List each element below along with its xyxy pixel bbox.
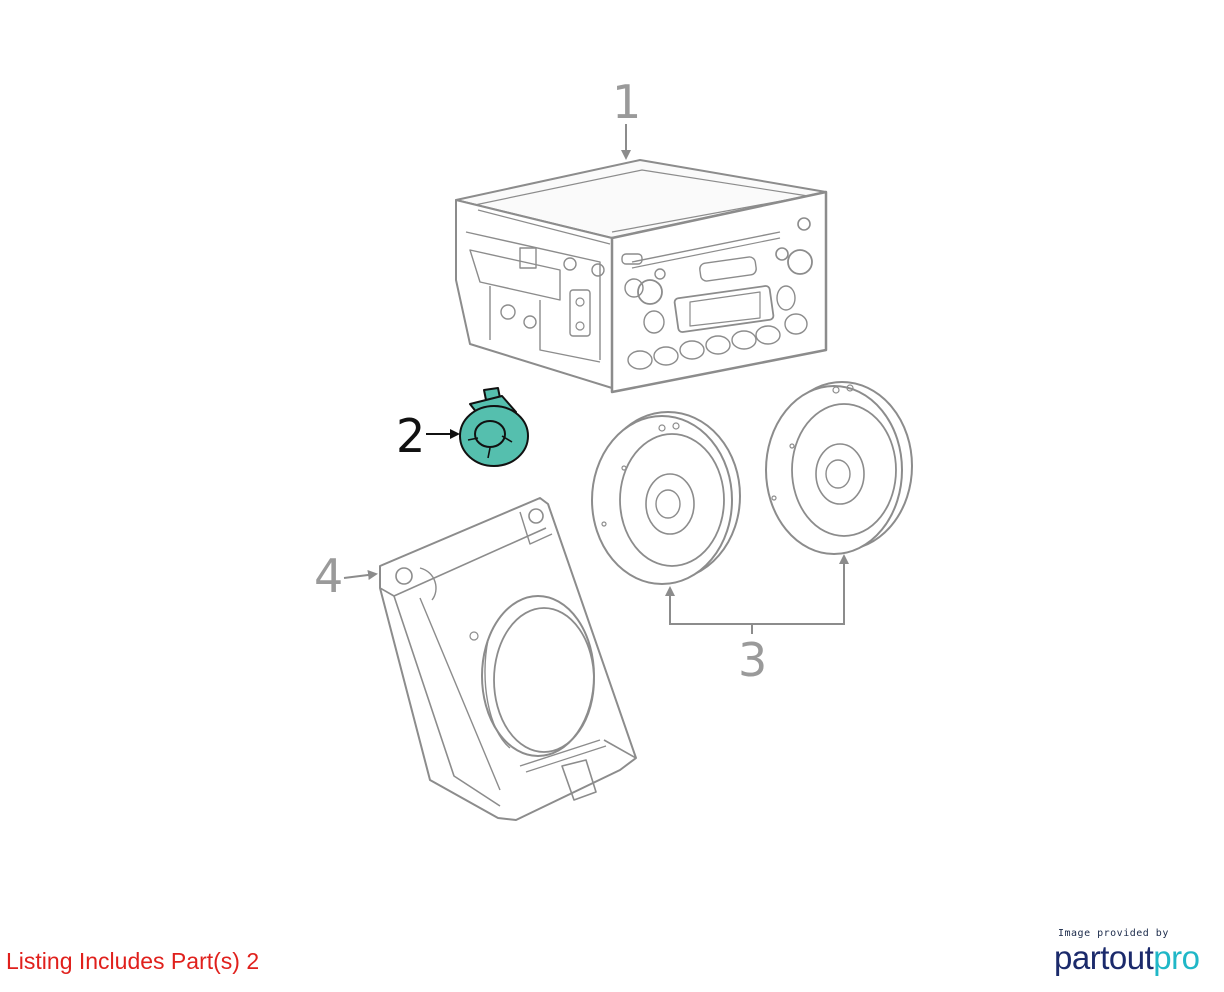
callout-3-bracket bbox=[669, 558, 845, 625]
callout-3-label: 3 bbox=[738, 633, 767, 687]
callout-4-leader bbox=[343, 570, 378, 580]
part-3-speaker-left bbox=[591, 411, 741, 585]
part-3-speaker-right bbox=[765, 381, 913, 555]
listing-includes-note: Listing Includes Part(s) 2 bbox=[6, 948, 260, 974]
callout-1-label: 1 bbox=[612, 75, 641, 129]
image-credit: Image provided by partoutpro bbox=[1054, 928, 1214, 977]
part-1-radio-receiver bbox=[455, 159, 828, 394]
callout-2-label: 2 bbox=[396, 409, 425, 463]
callout-4-label: 4 bbox=[314, 549, 343, 603]
part-2-knob bbox=[459, 387, 529, 467]
logo-part-b: pro bbox=[1153, 939, 1200, 976]
logo-part-a: partout bbox=[1054, 939, 1154, 976]
part-4-speaker-enclosure bbox=[379, 497, 637, 821]
partoutpro-logo: partoutpro bbox=[1054, 939, 1214, 977]
image-provided-by-text: Image provided by bbox=[1058, 928, 1169, 939]
